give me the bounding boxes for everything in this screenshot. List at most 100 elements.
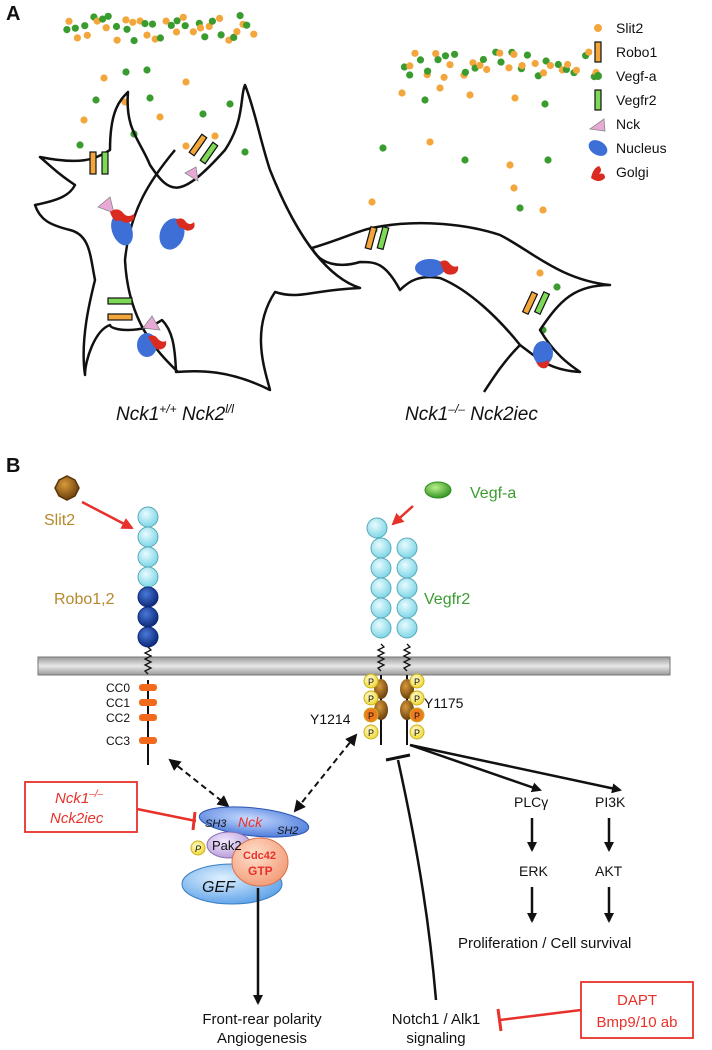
robo-label: Robo1,2 [54, 591, 115, 608]
vegfa-dot [421, 96, 429, 104]
vegfa-dot [497, 58, 505, 66]
genotype-wt: Nck1+/+ Nck2l/l [116, 402, 234, 425]
notch-label-2: signaling [406, 1030, 465, 1047]
slit2-dot [172, 28, 181, 36]
legend-label: Vegf-a [616, 68, 657, 84]
phospho-label: P [414, 711, 420, 721]
vegfr2-bar-icon [594, 89, 602, 111]
vegfa-dot [243, 21, 251, 29]
y1214-label: Y1214 [310, 711, 351, 727]
plcg-arrow [409, 743, 542, 793]
phospho-label: P [368, 694, 374, 704]
erk-label: ERK [519, 863, 548, 879]
vegfa-dot [199, 110, 207, 118]
slit2-dot [411, 49, 419, 57]
vegfa-dot [148, 20, 157, 28]
vegfa-binding-arrow [391, 505, 414, 526]
ko-box-line2: Nck2iec [50, 810, 104, 827]
sh2-label: SH2 [277, 825, 298, 837]
plasma-membrane [37, 656, 671, 676]
akt-label: AKT [595, 863, 623, 879]
slit2-dot [129, 18, 137, 26]
robo1-bar-icon [594, 41, 602, 63]
slit2-dot [83, 31, 91, 39]
vegfa-dot [63, 26, 71, 34]
panel-label-a: A [6, 3, 20, 25]
slit2-dot [564, 60, 572, 69]
slit2-dot [233, 28, 241, 36]
slit2-dot [143, 31, 151, 39]
slit2-dot [531, 59, 539, 68]
vegfa-label: Vegf-a [470, 485, 516, 502]
slit2-dot [100, 74, 108, 82]
phospho-label: P [414, 728, 420, 738]
dapt-label-1: DAPT [617, 992, 657, 1009]
vegfa-dot [400, 63, 408, 71]
cc1-label: CC1 [106, 696, 130, 710]
slit2-dot [156, 113, 164, 121]
slit2-dot [483, 65, 491, 74]
polarity-label-1: Front-rear polarity [202, 1011, 322, 1028]
notch-inhibition-line [396, 759, 438, 1001]
vegfa-dot [416, 56, 425, 64]
slit2-dot [368, 198, 376, 206]
y1175-label: Y1175 [424, 695, 464, 711]
notch-inhibition-bar [385, 753, 411, 762]
slit2-dot [182, 78, 190, 86]
vegfa-dot [217, 31, 225, 39]
slit2-dot [436, 84, 444, 92]
slit2-dot [102, 24, 110, 32]
pak2-phospho-label: P [195, 844, 201, 854]
vegfa-dot [208, 17, 216, 25]
vegfa-dot [379, 144, 387, 152]
wt-organelles [89, 133, 219, 357]
slit2-dot [250, 30, 258, 38]
vegfa-dot [112, 22, 121, 31]
gef-label: GEF [202, 879, 236, 896]
vegfa-dot [92, 96, 100, 104]
slit2-dot [511, 94, 519, 102]
slit2-dot [196, 24, 205, 32]
robo-nck-interaction-arrow [168, 758, 230, 808]
slit2-dot [585, 48, 593, 56]
slit2-dot [446, 61, 454, 69]
slit2-dot [65, 17, 73, 25]
phospho-label: P [368, 728, 374, 738]
nck-triangle-icon [588, 118, 606, 132]
vegfa-dot [104, 12, 112, 20]
vegfa-dot [76, 141, 84, 149]
phospho-label: P [414, 694, 420, 704]
nck-knockout-box [24, 781, 138, 833]
slit2-dot [466, 91, 474, 99]
dapt-inhibition-bar [496, 1008, 503, 1032]
cell-outline-wt [33, 83, 362, 392]
vegfa-dot [406, 71, 414, 79]
slit2-dot [546, 61, 555, 70]
vegfa-dot [99, 15, 107, 23]
legend-label: Nucleus [616, 140, 667, 156]
vegfa-dot [241, 148, 249, 156]
slit2-dot [182, 142, 190, 150]
vegfa-dot [81, 22, 89, 30]
slit2-dot [440, 73, 448, 81]
slit2-dot [211, 132, 219, 140]
vegfa-dot [201, 33, 209, 41]
slit2-dot [93, 17, 101, 25]
vegfa-dot [441, 52, 450, 60]
dapt-inhibitor-box [580, 981, 694, 1039]
slit2-dot [122, 16, 130, 24]
slit2-dot [432, 50, 440, 58]
vegfa-dot [156, 34, 164, 42]
slit2-label: Slit2 [44, 512, 75, 529]
legend-label: Vegfr2 [616, 92, 657, 108]
vegfa-dot [181, 22, 189, 30]
vegfa-dot [461, 68, 469, 76]
legend-item-robo1: Robo1 [594, 41, 657, 63]
vegfa-dot [230, 33, 238, 42]
slit2-dot [406, 62, 414, 70]
nck-complex [181, 806, 310, 905]
plcg-label: PLCγ [514, 794, 548, 810]
slit2-dot [398, 89, 406, 97]
cc3-label: CC3 [106, 734, 130, 748]
